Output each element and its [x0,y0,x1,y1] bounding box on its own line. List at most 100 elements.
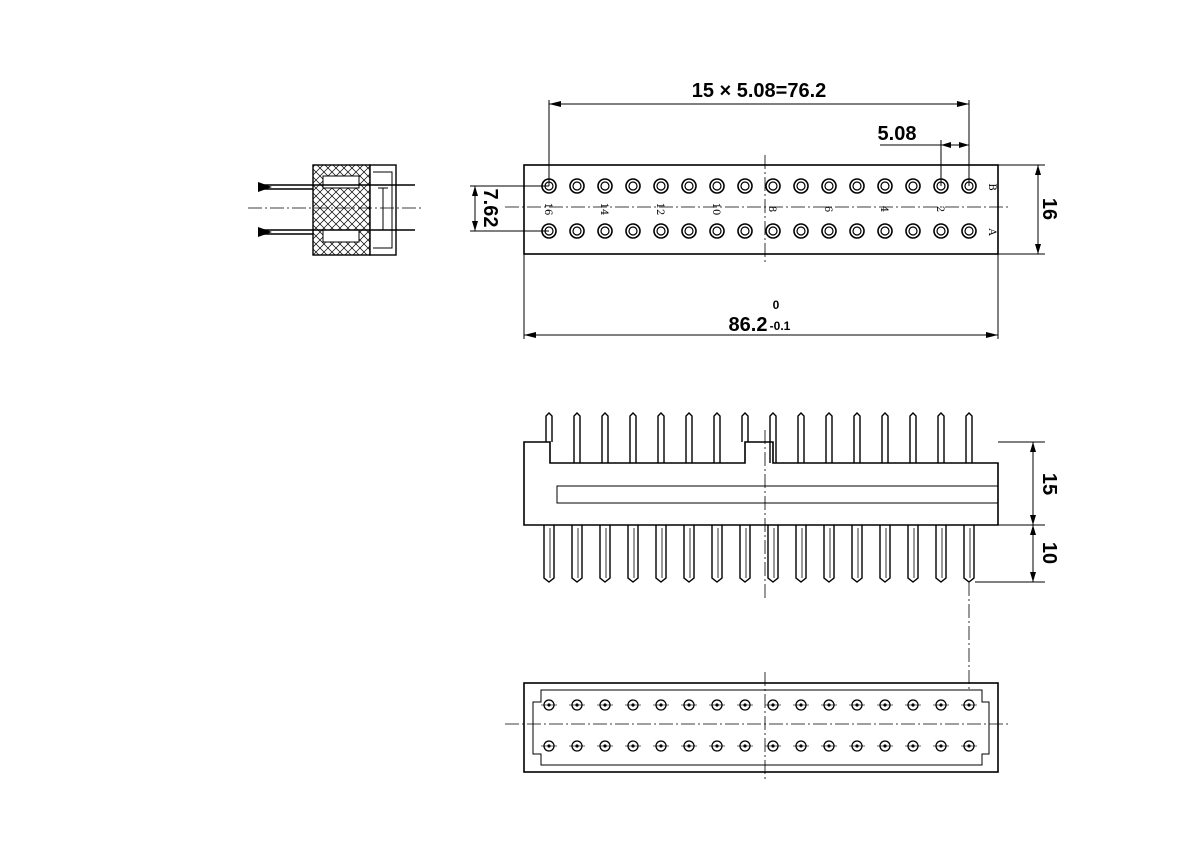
pin-end [933,740,949,752]
contact-hole [737,178,753,194]
dim-pitch-total: 15 × 5.08=76.2 [548,80,970,186]
contact-hole [793,223,809,239]
pin-end [625,740,641,752]
pin-end [737,699,753,711]
pin-bottom [879,525,891,583]
contact-hole [793,178,809,194]
row-label-b: B [986,183,997,190]
pin-end [933,699,949,711]
contact-hole [765,178,781,194]
pin-end [905,699,921,711]
front-slot [556,485,999,504]
pin-top [629,412,637,463]
pin-end [681,740,697,752]
pin-end [905,740,921,752]
contact-hole [849,178,865,194]
pin-end [541,740,557,752]
bottom-outer [523,682,999,773]
pin-end [765,699,781,711]
contact-hole [653,223,669,239]
pin-top [825,412,833,463]
contact-hole [821,223,837,239]
contact-hole [709,223,725,239]
pin-bottom [795,525,807,583]
contact-hole [569,178,585,194]
pin-number-label: 10 [710,203,721,216]
pin-tip-icon [258,182,272,192]
pin-bottom [851,525,863,583]
row-label-a: A [986,227,997,236]
pin-top [573,412,581,463]
pin-top [797,412,805,463]
dim-height: 15 [998,441,1060,526]
pin-end [765,740,781,752]
pin-top [937,412,945,463]
pin-bottom [823,525,835,583]
pin-end [877,740,893,752]
pin-end [597,699,613,711]
contact-hole [597,223,613,239]
pin-top [657,412,665,463]
pin-top [601,412,609,463]
dim-height-text: 15 [1038,473,1060,495]
pin-number-label: 6 [822,206,833,212]
side-slot [322,229,360,243]
pin-bottom [963,525,975,583]
bottom-inner [532,689,990,766]
pin-end [625,699,641,711]
pin-top [685,412,693,463]
pin-bottom [907,525,919,583]
dim-tol-lower: -0.1 [770,319,791,333]
pin-end [821,699,837,711]
pin-number-label: 16 [542,203,553,216]
pin-end [709,699,725,711]
dim-body-depth: 16 [998,164,1060,255]
pin-top [741,412,749,442]
dim-body-depth-text: 16 [1038,198,1060,220]
contact-hole [905,223,921,239]
dim-pitch-total-text: 15 × 5.08=76.2 [692,80,827,102]
pin-end [821,740,837,752]
pin-end [709,740,725,752]
pin-end [681,699,697,711]
pin-number-label: 2 [934,206,945,212]
pin-end [961,740,977,752]
dim-pin-length: 10 [975,525,1060,583]
pin-number-label: 12 [654,203,665,216]
dim-length-text: 86.2 [729,314,768,336]
pin-end [849,699,865,711]
contact-hole [821,178,837,194]
pin-end [793,699,809,711]
contact-hole [933,223,949,239]
pin-end [653,699,669,711]
pin-top [909,412,917,463]
pin-top [881,412,889,463]
pin-bottom [935,525,947,583]
dim-tol-upper: 0 [773,298,780,312]
pin-top [713,412,721,463]
pin-end [569,740,585,752]
pin-end [569,699,585,711]
dim-length: 86.2 0 -0.1 [523,254,999,339]
pin-end [597,740,613,752]
contact-hole [849,223,865,239]
top-body [523,164,999,255]
contact-hole [653,178,669,194]
contact-hole [765,223,781,239]
front-body [523,441,999,526]
dim-row-spacing-text: 7.62 [479,189,501,228]
pin-end [961,699,977,711]
pin-number-label: 4 [878,206,889,212]
dim-pin-length-text: 10 [1038,542,1060,564]
side-slot [322,175,360,189]
pin-top [769,412,777,463]
pin-bottom [683,525,695,583]
contact-hole [737,223,753,239]
contact-hole [569,223,585,239]
front-view [523,412,999,600]
pin-number-label: 14 [598,203,609,216]
contact-hole [681,223,697,239]
pin-bottom [739,525,751,583]
